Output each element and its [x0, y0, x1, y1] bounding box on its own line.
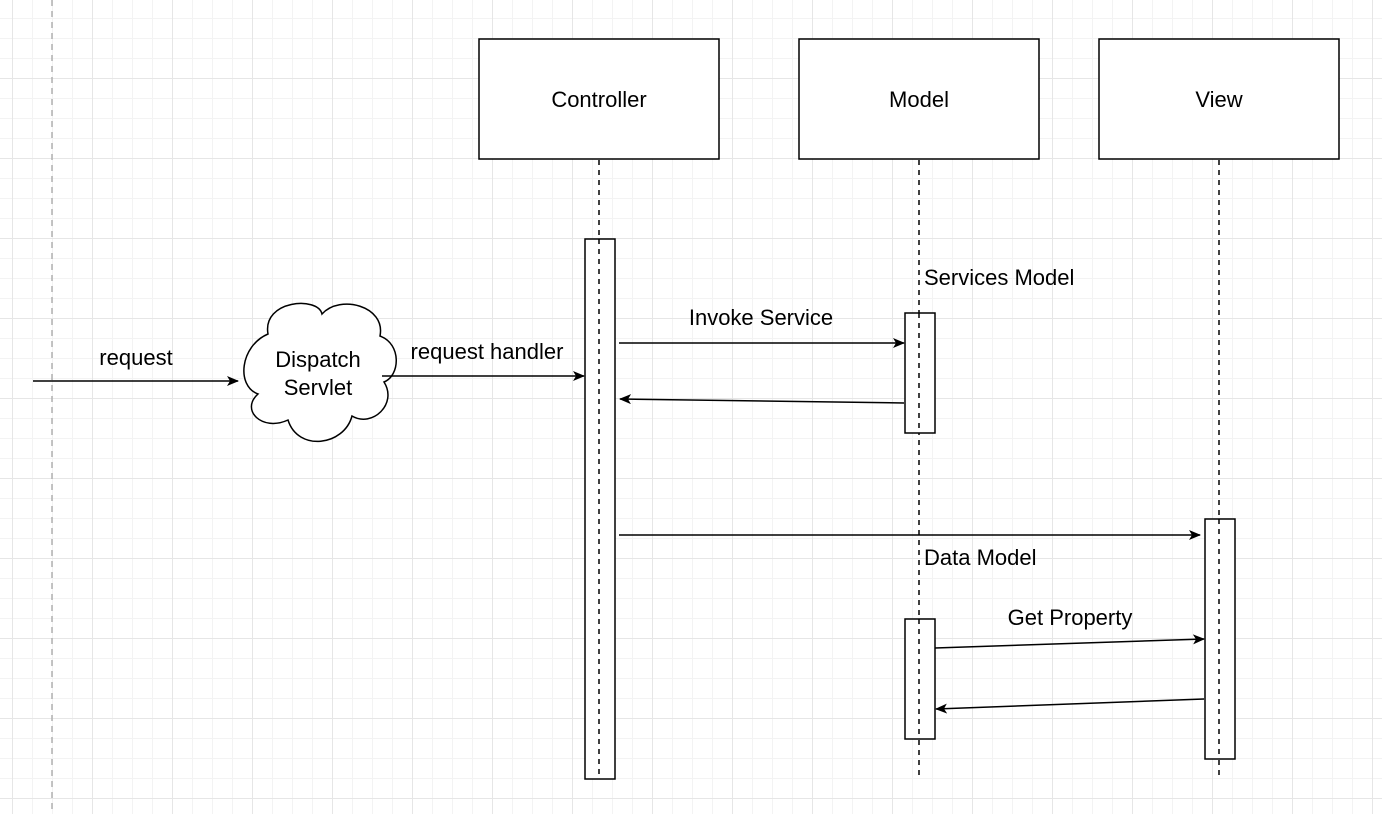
participant-view[interactable]: View — [1098, 38, 1340, 160]
participant-controller[interactable]: Controller — [478, 38, 720, 160]
invoke-service-label: Invoke Service — [689, 305, 833, 330]
controller-activation-bar[interactable] — [584, 238, 616, 780]
model-activation-bar-services[interactable] — [904, 312, 936, 434]
services-model-label: Services Model — [924, 265, 1074, 290]
dispatch-servlet-cloud[interactable]: Dispatch Servlet — [243, 302, 397, 443]
participant-model[interactable]: Model — [798, 38, 1040, 160]
participant-view-label: View — [1195, 87, 1242, 112]
request-label: request — [99, 345, 172, 370]
request-handler-label: request handler — [411, 339, 564, 364]
participant-controller-label: Controller — [551, 87, 646, 112]
view-activation-bar[interactable] — [1204, 518, 1236, 760]
participant-model-label: Model — [889, 87, 949, 112]
data-model-label: Data Model — [924, 545, 1037, 570]
get-property-arrow[interactable] — [934, 634, 1205, 649]
service-return-arrow[interactable] — [619, 394, 905, 405]
get-property-label: Get Property — [1008, 605, 1133, 630]
cloud-label-line2: Servlet — [284, 375, 352, 400]
cloud-label-line1: Dispatch — [275, 347, 361, 372]
property-return-arrow[interactable] — [935, 698, 1205, 714]
model-activation-bar-data[interactable] — [904, 618, 936, 740]
